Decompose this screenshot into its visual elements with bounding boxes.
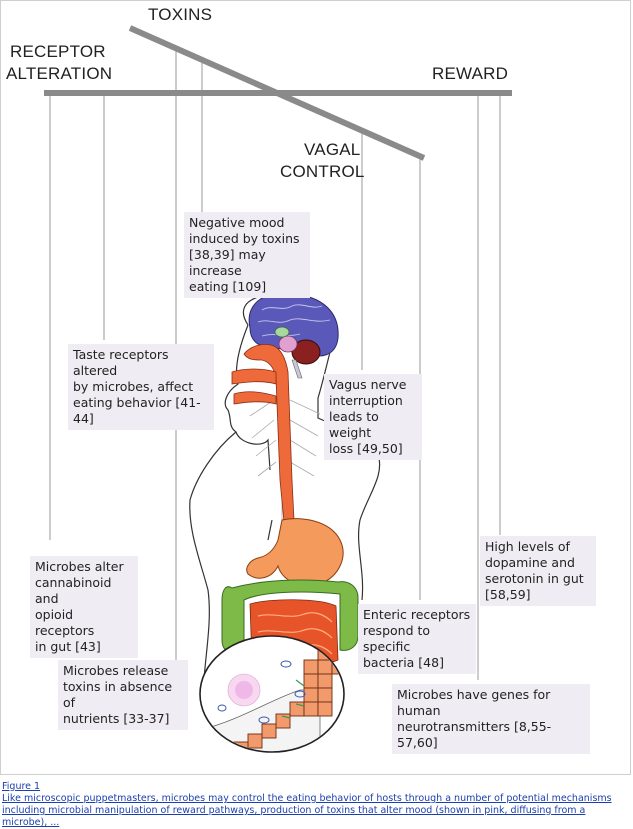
figure-link[interactable]: Figure 1 xyxy=(2,781,41,792)
vagal-label-line2: CONTROL xyxy=(280,162,365,181)
figure-frame xyxy=(0,0,631,775)
brain xyxy=(248,292,339,379)
vagal-label-line1: VAGAL xyxy=(304,140,361,159)
figure-caption: Figure 1 Like microscopic puppetmasters,… xyxy=(2,781,631,829)
toxins-label: TOXINS xyxy=(148,5,213,24)
reward-label: REWARD xyxy=(432,64,509,83)
stomach xyxy=(246,518,344,587)
receptor-label-line1: RECEPTOR xyxy=(10,42,106,61)
control-bars xyxy=(44,25,512,161)
puppet-diagram xyxy=(44,25,512,753)
receptors xyxy=(281,679,305,719)
caption-text-link[interactable]: Like microscopic puppetmasters, microbes… xyxy=(2,793,612,828)
magnified-gut-view xyxy=(199,635,345,753)
diagonal-control-bar xyxy=(128,25,426,161)
receptor-label-line2: ALTERATION xyxy=(6,64,113,83)
microbes xyxy=(217,660,306,724)
esophagus xyxy=(231,344,295,523)
